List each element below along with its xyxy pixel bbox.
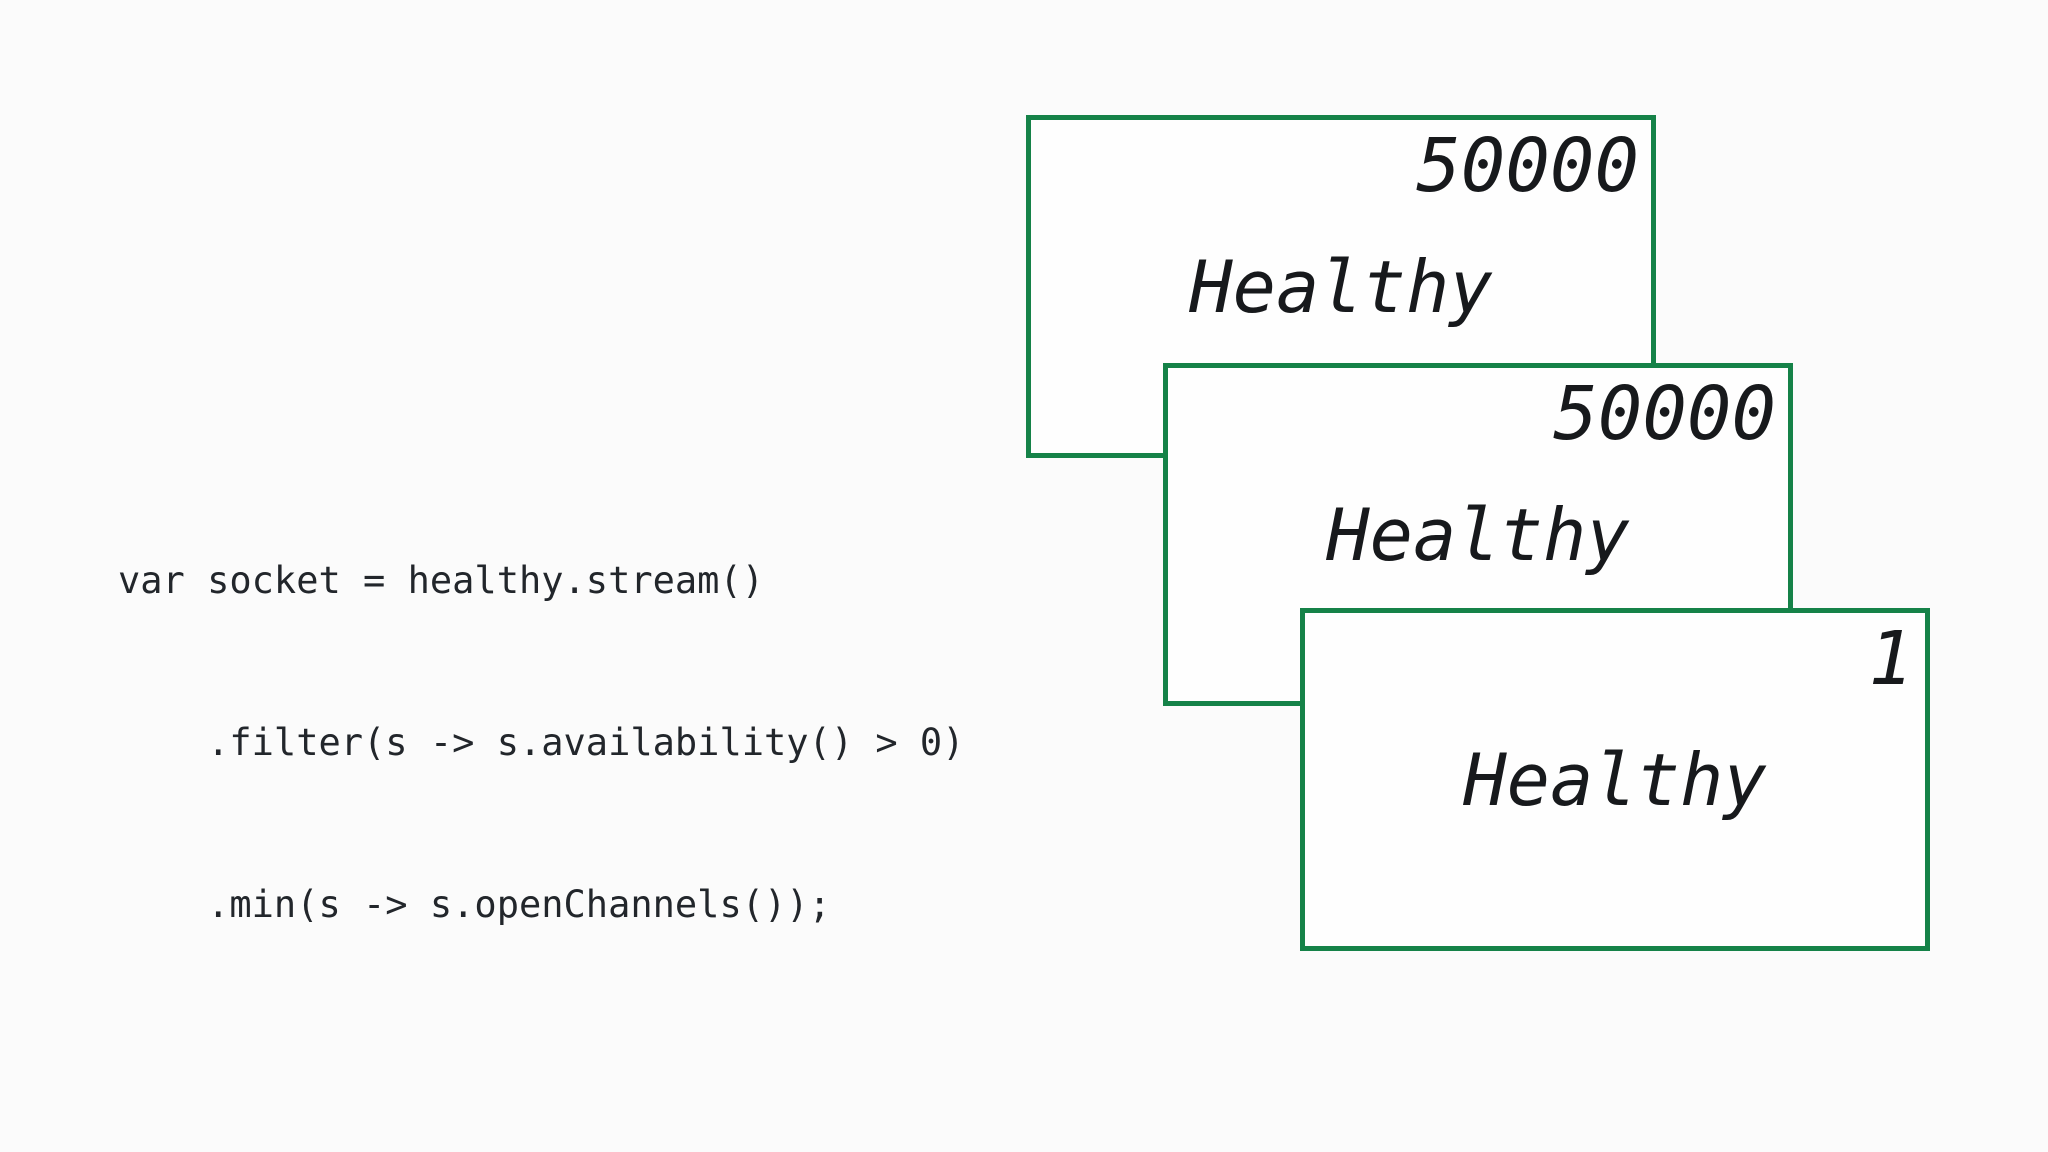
code-line-2: .filter(s -> s.availability() > 0)	[118, 721, 965, 764]
health-status-label: Healthy	[1189, 245, 1493, 329]
code-snippet: var socket = healthy.stream() .filter(s …	[118, 446, 964, 1040]
open-channels-count: 50000	[1416, 123, 1639, 209]
server-card-front: 1 Healthy	[1300, 608, 1930, 951]
open-channels-count: 1	[1868, 616, 1913, 702]
health-status-label: Healthy	[1463, 738, 1767, 822]
health-status-label: Healthy	[1326, 493, 1630, 577]
code-line-1: var socket = healthy.stream()	[118, 559, 765, 602]
code-line-3: .min(s -> s.openChannels());	[118, 883, 831, 926]
open-channels-count: 50000	[1553, 371, 1776, 457]
